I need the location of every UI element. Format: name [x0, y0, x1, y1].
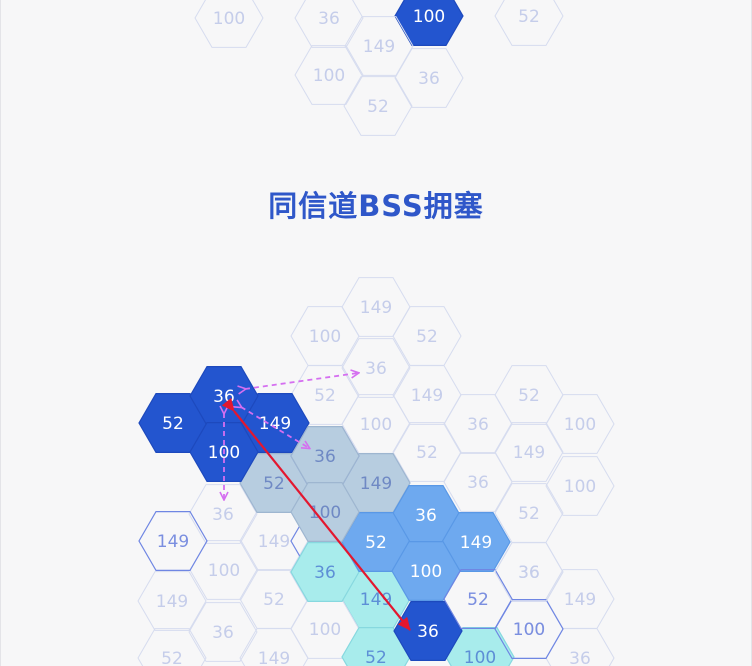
- top-hex-faint: [343, 76, 413, 136]
- bottom-hex-channel-label: 52: [416, 443, 438, 463]
- bottom-hex-channel-label: 52: [162, 414, 184, 434]
- bottom-hex-channel-label: 100: [464, 648, 496, 666]
- bottom-hex-channel-label: 100: [513, 620, 545, 640]
- left-border: [0, 0, 1, 666]
- bottom-hex-faint: [494, 542, 564, 602]
- bottom-hex-channel-label: 36: [212, 623, 234, 643]
- bottom-hex-faint: [137, 571, 207, 631]
- bottom-hex-channel-label: 149: [259, 414, 291, 434]
- top-hex-channel-label: 52: [367, 97, 389, 117]
- bottom-hex-channel-label: 36: [213, 387, 235, 407]
- interference-arrows: [221, 373, 411, 631]
- bottom-hex-faint: [443, 452, 513, 512]
- bottom-hex-channel-label: 36: [314, 447, 336, 467]
- bottom-hex-channel-label: 52: [467, 590, 489, 610]
- section-title: 同信道BSS拥塞: [268, 189, 484, 223]
- bottom-hex-channel-label: 100: [309, 620, 341, 640]
- bottom-hex-channel-label: 36: [467, 415, 489, 435]
- bottom-hex-channel-label: 149: [513, 443, 545, 463]
- top-hex-channel-label: 100: [213, 9, 245, 29]
- top-hex-faint: [494, 0, 564, 46]
- bottom-hex-channel-label: 52: [416, 327, 438, 347]
- bottom-hex-outline: [138, 511, 208, 572]
- bottom-hex-channel-label: 149: [564, 590, 596, 610]
- bottom-hex-channel-label: 36: [569, 649, 591, 666]
- bottom-hex-channel-label: 52: [518, 386, 540, 406]
- bottom-hex-channel-label: 149: [460, 533, 492, 553]
- bottom-hex-channel-label: 52: [365, 533, 387, 553]
- bottom-hex-faint: [137, 628, 207, 666]
- bottom-hex-channel-label: 36: [314, 563, 336, 583]
- top-hex-channel-label: 36: [318, 9, 340, 29]
- bottom-hex-channel-label: 100: [410, 562, 442, 582]
- bottom-hex-faint: [494, 422, 564, 482]
- bottom-hex-channel-label: 52: [467, 590, 489, 610]
- bottom-hex-channel-label: 52: [263, 590, 285, 610]
- bottom-hex-channel-label: 149: [156, 592, 188, 612]
- bottom-hex-channel-label: 52: [314, 386, 336, 406]
- top-hex-channel-label: 100: [413, 7, 445, 27]
- bottom-hex-channel-label: 36: [212, 505, 234, 525]
- bottom-hex-channel-label: 149: [411, 386, 443, 406]
- bottom-hex-channel-label: 100: [309, 503, 341, 523]
- bottom-hex-channel-label: 149: [360, 590, 392, 610]
- bottom-hex-channel-label: 100: [513, 620, 545, 640]
- bottom-hex-channel-label: 100: [564, 477, 596, 497]
- top-hex-faint: [394, 48, 464, 108]
- top-hex-faint: [194, 0, 264, 48]
- top-hex-channel-label: 52: [518, 7, 540, 27]
- bottom-hex-channel-label: 36: [518, 563, 540, 583]
- top-hex-dark: [394, 0, 464, 47]
- bottom-hex-channel-label: 149: [360, 298, 392, 318]
- interference-arrow-to-ap-36: [245, 373, 358, 389]
- bottom-hex-outline: [443, 568, 513, 630]
- bottom-hex-channel-label: 100: [208, 561, 240, 581]
- bottom-hex-channel-label: 149: [258, 649, 290, 666]
- bottom-hex-channel-label: 100: [564, 415, 596, 435]
- bottom-hex-channel-label: 36: [415, 506, 437, 526]
- co-channel-link-arrow: [221, 397, 411, 631]
- top-hex-faint: [294, 45, 364, 105]
- bottom-hex-channel-label: 52: [518, 504, 540, 524]
- bottom-hex-channel-label: 100: [360, 415, 392, 435]
- bottom-hex-channel-label: 36: [518, 563, 540, 583]
- bottom-hex-cluster: 149 100 52 36 52 149 52 100 36 100 52 149 36 100 52 36 5…: [137, 277, 615, 666]
- bottom-hex-channel-label: 149: [157, 532, 189, 552]
- top-hex-channel-label: 36: [418, 69, 440, 89]
- bottom-hex-channel-label: 52: [161, 649, 183, 666]
- bottom-hex-channel-label: 36: [467, 473, 489, 493]
- top-hex-channel-label: 149: [363, 37, 395, 57]
- top-hex-channel-label: 100: [313, 66, 345, 86]
- bottom-hex-channel-label: 52: [365, 648, 387, 666]
- bottom-hex-channel-label: 52: [263, 474, 285, 494]
- bottom-hex-channel-label: 149: [258, 532, 290, 552]
- bottom-hex-channel-label: 100: [309, 327, 341, 347]
- bottom-hex-faint: [545, 394, 615, 454]
- bottom-hex-channel-label: 36: [417, 622, 439, 642]
- bottom-hex-channel-label: 149: [360, 474, 392, 494]
- bottom-hex-faint: [341, 338, 411, 398]
- top-hex-cluster: 100 36 100 52 149 100 36 52: [194, 0, 564, 136]
- bottom-hex-channel-label: 36: [365, 359, 387, 379]
- bottom-hex-faint: [545, 456, 615, 516]
